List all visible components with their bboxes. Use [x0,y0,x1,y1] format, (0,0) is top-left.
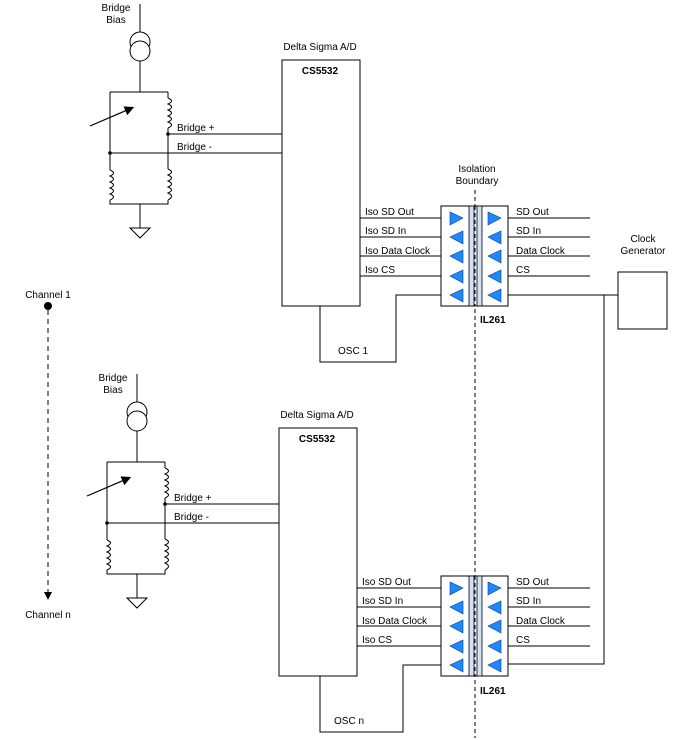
isolator-part-number: IL261 [480,315,506,326]
isolator-part-number: IL261 [480,686,506,697]
adc-title: Delta Sigma A/D [280,410,353,421]
adc-part-number: CS5532 [302,66,339,77]
iso-sd-out-label: Iso SD Out [365,207,414,218]
strain-gauge-bridge [89,61,172,228]
data-clock-label: Data Clock [516,246,566,257]
sd-in-label: SD In [516,226,541,237]
clock-generator-box [617,271,668,330]
adc-chip [278,427,358,677]
iso-cs-label: Iso CS [365,265,395,276]
ground-icon [128,227,152,239]
adc-part-number: CS5532 [299,434,336,445]
iso-data-clock-label: Iso Data Clock [362,616,428,627]
channel-n-label: Channel n [25,610,71,621]
sd-in-label: SD In [516,596,541,607]
channel-1-label: Channel 1 [25,290,71,301]
bridge-plus-label: Bridge + [174,493,212,504]
osc-label: OSC 1 [338,346,368,357]
bridge-bias-source-icon [129,31,151,62]
sd-out-label: SD Out [516,577,549,588]
bridge-bias-source-icon [126,401,148,432]
isolator-chip [440,575,509,677]
iso-cs-label: Iso CS [362,635,392,646]
sd-out-label: SD Out [516,207,549,218]
bridge-plus-label: Bridge + [177,123,215,134]
clock-distribution-wire [508,294,618,665]
osc-label: OSC n [334,716,364,727]
cs-label: CS [516,635,530,646]
data-clock-label: Data Clock [516,616,566,627]
adc-chip [281,59,361,307]
channel-1-dot [44,302,52,310]
iso-sd-in-label: Iso SD In [362,596,403,607]
strain-gauge-bridge [86,431,169,598]
adc-title: Delta Sigma A/D [283,42,356,53]
bridge-minus-label: Bridge - [177,142,212,153]
ground-icon [125,597,149,609]
iso-sd-in-label: Iso SD In [365,226,406,237]
cs-label: CS [516,265,530,276]
bridge-minus-label: Bridge - [174,512,209,523]
iso-data-clock-label: Iso Data Clock [365,246,431,257]
iso-sd-out-label: Iso SD Out [362,577,411,588]
isolator-chip [440,205,509,307]
